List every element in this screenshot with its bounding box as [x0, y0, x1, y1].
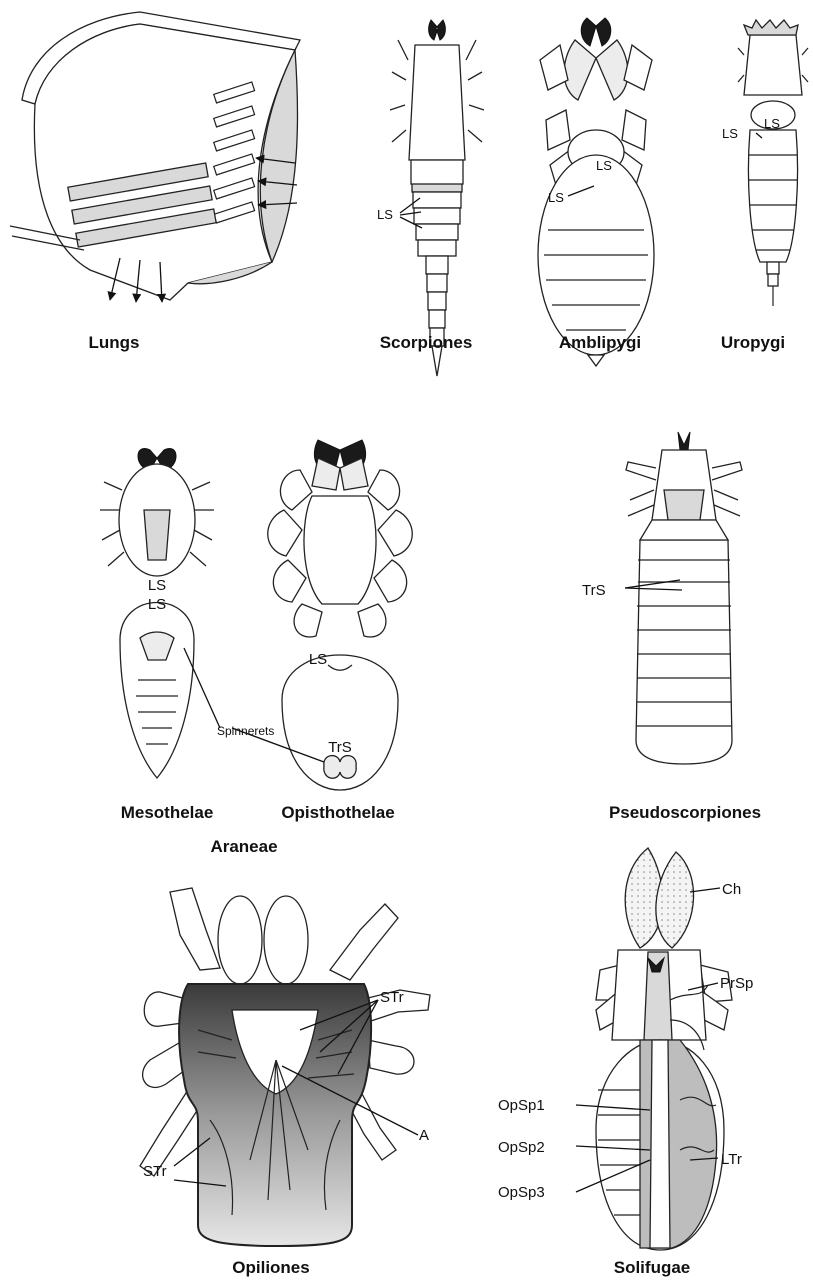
scorpiones-figure — [390, 20, 484, 376]
pseudoscorpiones-title: Pseudoscorpiones — [609, 803, 761, 822]
ls-label-amblipygi-lower: LS — [548, 190, 564, 205]
ls-label-mesothelae-upper: LS — [148, 577, 166, 594]
a-label-opiliones: A — [419, 1127, 429, 1144]
spinnerets-label: Spinnerets — [217, 724, 274, 738]
opiliones-figure — [140, 888, 430, 1246]
mesothelae-figure — [100, 448, 220, 778]
prsp-label: PrSp — [720, 975, 753, 992]
ls-label-uropygi-upper: LS — [764, 116, 780, 131]
str-label-opiliones-left: STr — [143, 1163, 167, 1180]
opsp2-label: OpSp2 — [498, 1139, 545, 1156]
ls-label-amblipygi-upper: LS — [596, 158, 612, 173]
str-label-opiliones-right: STr — [380, 989, 404, 1006]
uropygi-title: Uropygi — [721, 333, 785, 352]
ch-label: Ch — [722, 881, 741, 898]
solifugae-figure — [576, 848, 732, 1250]
ls-label-opisthothelae: LS — [309, 651, 327, 668]
mesothelae-title: Mesothelae — [121, 803, 214, 822]
opsp3-label: OpSp3 — [498, 1184, 545, 1201]
trs-label-pseudoscorpiones: TrS — [582, 582, 606, 599]
araneae-title: Araneae — [210, 837, 277, 856]
opsp1-label: OpSp1 — [498, 1097, 545, 1114]
ls-label-uropygi-lower: LS — [722, 126, 738, 141]
pseudoscorpiones-figure — [625, 432, 742, 764]
opisthothelae-title: Opisthothelae — [281, 803, 394, 822]
opiliones-title: Opiliones — [232, 1258, 309, 1277]
ltr-label: LTr — [721, 1151, 742, 1168]
trs-label-opisthothelae: TrS — [328, 739, 352, 756]
lungs-figure — [10, 12, 300, 302]
solifugae-title: Solifugae — [614, 1258, 691, 1277]
ls-label-mesothelae-lower: LS — [148, 596, 166, 613]
ls-label-scorpiones: LS — [377, 207, 393, 222]
uropygi-figure — [738, 20, 808, 306]
scorpiones-title: Scorpiones — [380, 333, 473, 352]
lungs-title: Lungs — [89, 333, 140, 352]
amblipygi-title: Amblipygi — [559, 333, 641, 352]
